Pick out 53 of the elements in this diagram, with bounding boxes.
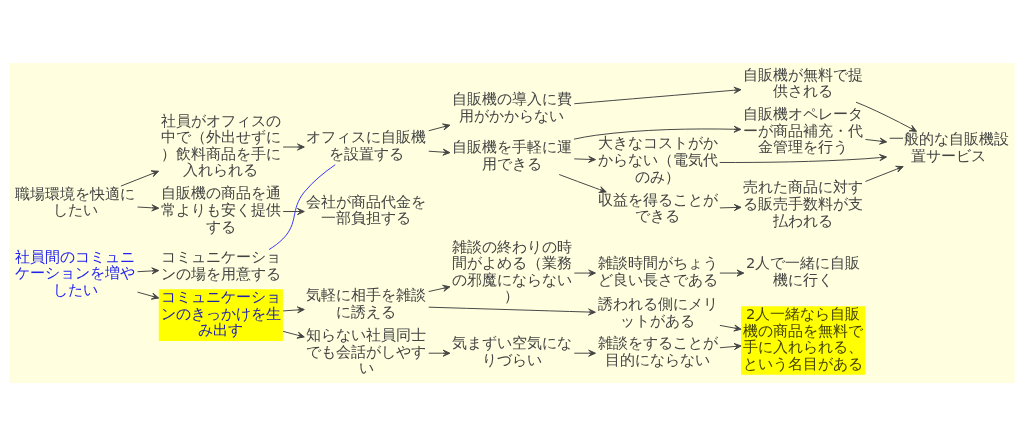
arrow — [120, 169, 160, 187]
node-text: 自販機の商品を通常よりも安く提供する — [160, 183, 281, 235]
node-text: 気軽に相手を雑談に誘える — [306, 285, 427, 320]
arrow — [865, 165, 904, 182]
node-text: 自販機を手軽に運用できる — [452, 137, 572, 172]
arrow — [573, 155, 596, 163]
node-text: 雑談の終わりの時間がよめる（業務の邪魔にならない） — [452, 237, 572, 304]
arrow — [719, 203, 742, 211]
node-text: 知らない社員同士でも会話がしやすい — [306, 325, 427, 376]
arrow — [282, 305, 305, 313]
arrow — [719, 324, 742, 332]
node-box: 2人一緒なら自販機の商品を無料で手に入れられる、という名目がある — [741, 305, 866, 375]
arrow — [428, 148, 451, 156]
arrow — [573, 349, 596, 357]
node-text: 社員がオフィスの中で（外出せずに）飲料商品を手に入れられる — [160, 111, 281, 178]
node-text: 2人で一緒に自販機に行く — [746, 253, 861, 288]
node-text: 自販機の導入に費用がかからない — [452, 89, 572, 124]
arrow — [719, 269, 745, 277]
arrow — [719, 342, 742, 350]
arrow — [573, 86, 742, 104]
arrow — [428, 349, 451, 357]
node-text: 気まずい空気になりづらい — [452, 333, 572, 368]
node-text: 雑談をすることが目的にならない — [597, 333, 718, 368]
arrow — [865, 137, 888, 145]
arrow — [137, 266, 160, 274]
node-text: 売れた商品に対する販売手数料が支払われる — [743, 177, 864, 229]
arrow — [282, 142, 305, 151]
arrow — [428, 284, 451, 292]
node-text: 収益を得ることができる — [597, 190, 718, 224]
node-text: 雑談時間がちょうど良い長さである — [597, 253, 718, 288]
arrow — [428, 122, 451, 131]
arrow — [573, 269, 596, 277]
arrow — [573, 125, 742, 140]
node-text: 会社が商品代金を一部負担する — [306, 192, 427, 226]
arrow — [855, 101, 918, 132]
arrow — [282, 207, 305, 215]
node-text: コミュニケーションの場を用意する — [160, 247, 281, 282]
node-text: 誘われる側にメリットがある — [597, 294, 718, 329]
node-box: コミュニケーションのきっかけを生み出す — [158, 288, 283, 341]
node-text: 職場環境を快適にしたい — [15, 184, 136, 218]
connector — [268, 163, 336, 250]
node-text: 自販機が無料で提供される — [743, 65, 864, 99]
node-text: 自販機オペレーターが商品補充・代金管理を行う — [743, 104, 864, 155]
node-text: オフィスに自販機を設置する — [306, 127, 427, 162]
arrow — [428, 306, 596, 316]
node-text: 社員間のコミュニケーションを増やしたい — [15, 248, 136, 298]
arrow — [282, 330, 305, 339]
arrow — [719, 153, 887, 163]
arrow — [137, 203, 160, 211]
node-text: 大きなコストがかからない（電気代のみ） — [597, 134, 718, 185]
arrow — [558, 173, 607, 193]
arrow — [137, 291, 160, 300]
node-text: 一般的な自販機設置サービス — [888, 129, 1009, 164]
